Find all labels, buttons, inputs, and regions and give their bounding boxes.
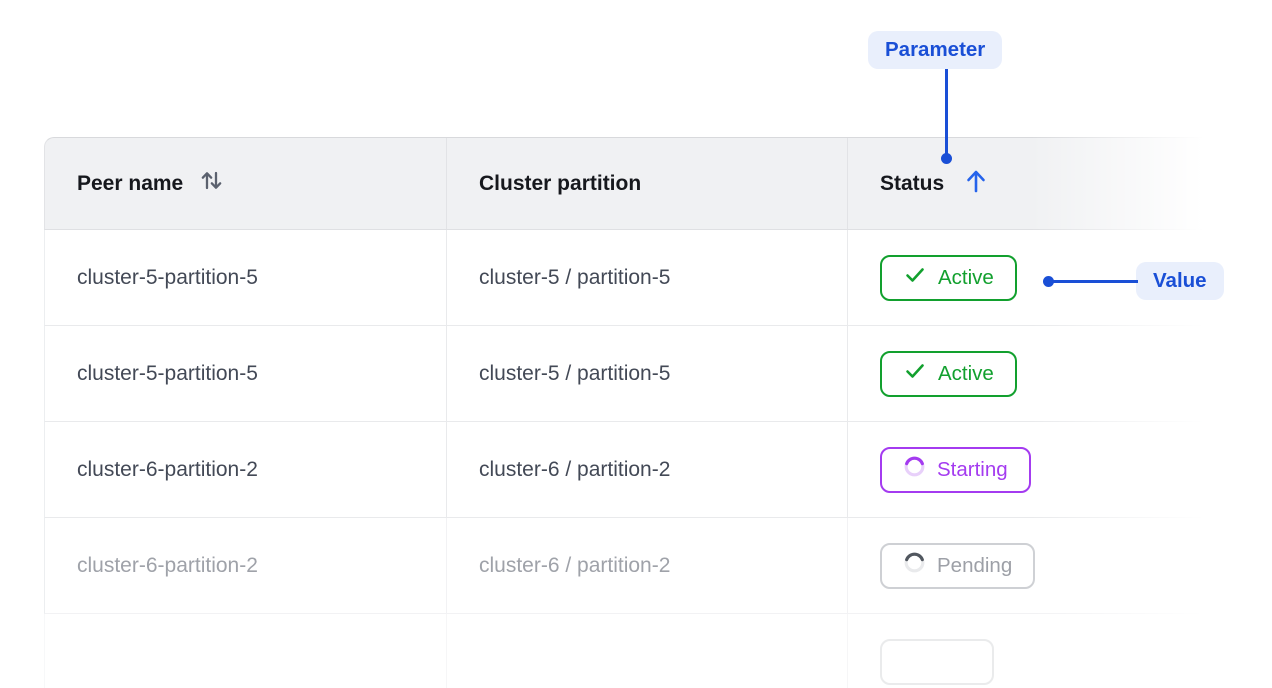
status-badge-pending: Pending — [880, 542, 1036, 589]
value-callout-line — [1048, 280, 1138, 283]
spinner-icon — [903, 455, 926, 484]
table-header-row: Peer name Cluster partition Status — [44, 137, 1272, 230]
status-badge-active: Active — [880, 254, 1017, 301]
status-badge-label: Active — [938, 361, 994, 385]
value-callout-dot — [1043, 276, 1054, 287]
value-callout-label: Value — [1153, 269, 1207, 292]
status-badge-label: Starting — [937, 457, 1008, 481]
sort-ascending-icon[interactable] — [963, 167, 989, 201]
cell-peer-name: cluster-5-partition-5 — [45, 230, 447, 325]
cell-cluster-partition — [447, 614, 848, 688]
cell-status — [848, 614, 1272, 688]
table-row: cluster-6-partition-2 cluster-6 / partit… — [44, 518, 1272, 614]
column-header-status-label: Status — [880, 171, 945, 195]
status-badge-active: Active — [880, 350, 1017, 397]
column-header-cluster-partition-label: Cluster partition — [479, 171, 642, 195]
cell-peer-name: cluster-6-partition-2 — [45, 422, 447, 517]
cell-cluster-partition: cluster-5 / partition-5 — [447, 326, 848, 421]
cell-cluster-partition: cluster-6 / partition-2 — [447, 422, 848, 517]
table-row: cluster-6-partition-2 cluster-6 / partit… — [44, 422, 1272, 518]
check-icon — [903, 359, 927, 389]
table-row: cluster-5-partition-5 cluster-5 / partit… — [44, 230, 1272, 326]
cell-cluster-partition: cluster-5 / partition-5 — [447, 230, 848, 325]
value-callout-pill: Value — [1136, 262, 1224, 300]
cell-status: Pending — [848, 518, 1272, 613]
status-badge-starting: Starting — [880, 446, 1031, 493]
column-header-peer-name-label: Peer name — [77, 171, 184, 195]
cell-peer-name — [45, 614, 447, 688]
status-badge-unknown — [880, 639, 994, 685]
sort-updown-icon[interactable] — [198, 167, 225, 200]
cell-status: Active — [848, 326, 1272, 421]
table-row — [44, 614, 1272, 688]
cell-peer-name: cluster-6-partition-2 — [45, 518, 447, 613]
cell-status: Active — [848, 230, 1272, 325]
parameter-callout-pill: Parameter — [868, 31, 1003, 69]
spinner-icon — [903, 551, 926, 580]
parameter-callout-line — [945, 69, 948, 154]
column-header-peer-name[interactable]: Peer name — [45, 138, 447, 229]
parameter-callout-label: Parameter — [885, 38, 986, 61]
cell-cluster-partition: cluster-6 / partition-2 — [447, 518, 848, 613]
parameter-callout-dot — [941, 153, 952, 164]
cell-peer-name: cluster-5-partition-5 — [45, 326, 447, 421]
column-header-cluster-partition[interactable]: Cluster partition — [447, 138, 848, 229]
table-row: cluster-5-partition-5 cluster-5 / partit… — [44, 326, 1272, 422]
status-badge-label: Active — [938, 265, 994, 289]
status-badge-label: Pending — [937, 553, 1013, 577]
peers-table: Peer name Cluster partition Status — [44, 137, 1272, 688]
check-icon — [903, 263, 927, 293]
cell-status: Starting — [848, 422, 1272, 517]
column-header-status[interactable]: Status — [848, 138, 1272, 229]
